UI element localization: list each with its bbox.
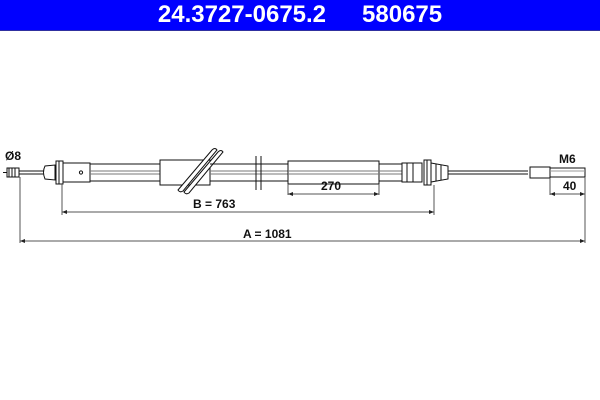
threaded-rod [549,167,586,178]
diagonal-retainer-clip [177,148,224,195]
part-number: 24.3727-0675.2 [157,1,327,28]
right-end-fitting [401,159,449,186]
cable-assembly [3,148,586,195]
thread-label: M6 [559,152,576,166]
dimension-lines [19,177,586,243]
sleeve-length-label: 270 [321,179,341,193]
diameter-label: Ø8 [5,149,21,163]
dimension-b-label: B = 763 [193,197,236,211]
protective-sleeve [287,160,380,185]
left-clip [43,164,56,181]
threaded-end-nut [529,166,551,179]
dimension-a-label: A = 1081 [243,227,292,241]
thread-length-label: 40 [563,179,577,193]
left-ferrule [62,162,91,183]
reference-number: 580675 [362,1,443,28]
header-bar: 24.3727-0675.2 580675 [0,0,600,31]
